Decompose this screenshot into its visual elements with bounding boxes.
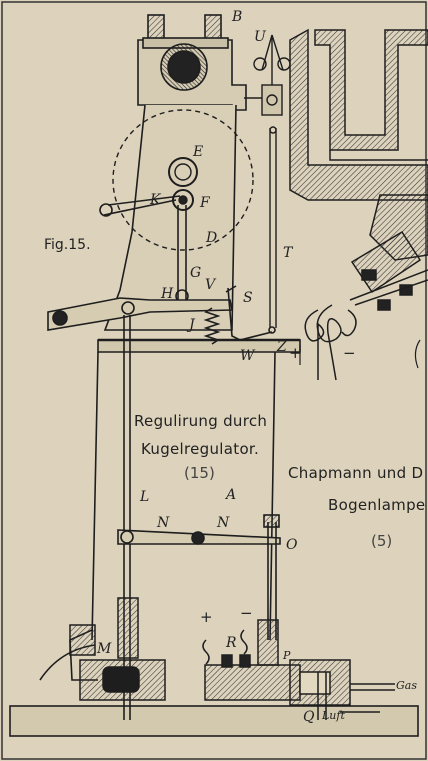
label-p: P bbox=[283, 649, 291, 662]
label-m: M bbox=[97, 641, 112, 657]
caption-left-line2: Kugelregulator. bbox=[141, 440, 260, 458]
caption-right-number: (5) bbox=[371, 532, 393, 550]
label-z: Z bbox=[277, 339, 287, 355]
label-f: F bbox=[200, 195, 210, 211]
label-e: E bbox=[193, 144, 204, 160]
label-u: U bbox=[254, 29, 266, 45]
figure-label: Fig.15. bbox=[44, 237, 91, 253]
terminal-plus-reg: + bbox=[200, 608, 213, 626]
label-gas: Gas bbox=[396, 679, 417, 692]
label-luft: Luft bbox=[322, 709, 345, 722]
label-a: A bbox=[226, 487, 237, 503]
label-n2: N bbox=[217, 515, 230, 531]
column bbox=[9, 14, 419, 737]
label-k: K bbox=[150, 192, 161, 208]
label-n1: N bbox=[157, 515, 170, 531]
caption-left-line1: Regulirung durch bbox=[134, 412, 268, 430]
label-t: T bbox=[283, 245, 293, 261]
terminal-plus-lamp: + bbox=[289, 344, 302, 362]
arc-lamp-drawing bbox=[289, 28, 428, 381]
label-j: J bbox=[189, 317, 195, 333]
label-b: B bbox=[232, 9, 243, 25]
label-q: Q bbox=[303, 709, 315, 725]
caption-right-line1: Chapmann und D bbox=[288, 464, 424, 482]
pendulum-u bbox=[244, 34, 291, 328]
label-d: D bbox=[206, 230, 218, 246]
label-w: W bbox=[240, 348, 255, 364]
caption-right-line2: Bogenlampe bbox=[328, 496, 426, 514]
label-r: R bbox=[226, 635, 237, 651]
label-h: H bbox=[161, 286, 174, 302]
label-v: V bbox=[205, 277, 216, 293]
label-s: S bbox=[243, 290, 253, 306]
valve-assembly bbox=[69, 597, 395, 720]
terminal-minus-lamp: − bbox=[343, 344, 356, 362]
label-g: G bbox=[190, 265, 202, 281]
caption-left-number: (15) bbox=[184, 464, 215, 482]
label-l: L bbox=[140, 489, 150, 505]
label-o: O bbox=[286, 537, 298, 553]
terminal-minus-reg: − bbox=[240, 604, 253, 622]
lever-system bbox=[47, 195, 281, 720]
